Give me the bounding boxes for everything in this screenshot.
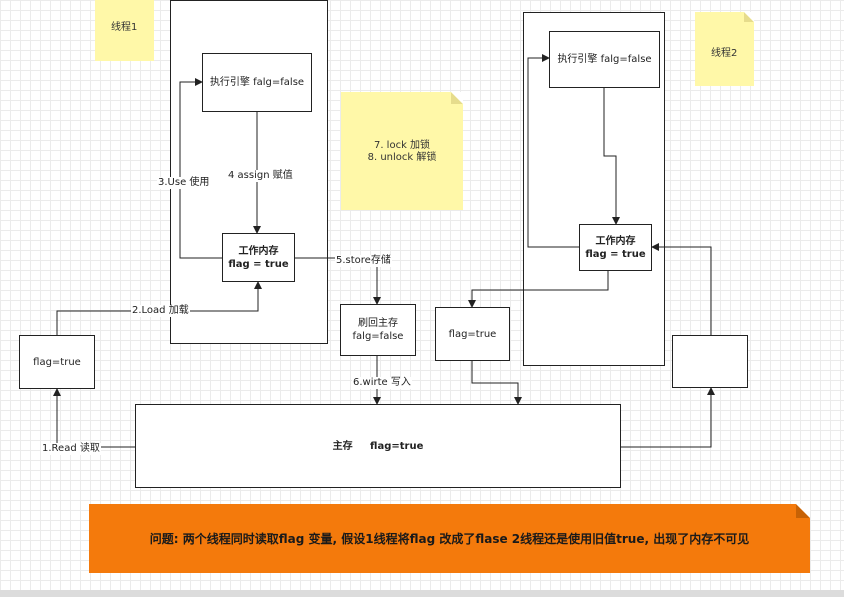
thread2-note: 线程2 (695, 12, 754, 86)
banner-fold-corner (796, 504, 810, 518)
mid-to-main-edge (471, 361, 522, 405)
problem-banner: 问题: 两个线程同时读取flag 变量, 假设1线程将flag 改成了flase… (89, 504, 810, 573)
thread2-work-to-engine-edge (527, 54, 579, 248)
right-empty-box (672, 335, 748, 388)
thread2-engine-to-work-edge (603, 88, 620, 225)
thread1-work-memory-title: 工作内存 (238, 245, 279, 257)
write-label: 6.wirte 写入 (352, 377, 412, 389)
thread2-execution-engine: 执行引擎 falg=false (549, 31, 660, 88)
store-label: 5.store存储 (335, 255, 392, 267)
problem-text: 问题: 两个线程同时读取flag 变量, 假设1线程将flag 改成了flase… (149, 532, 750, 546)
thread1-execution-engine: 执行引擎 falg=false (202, 53, 312, 112)
flush-value: falg=false (352, 331, 404, 342)
thread1-note: 线程1 (95, 0, 154, 61)
flush-title: 刷回主存 (358, 318, 398, 329)
thread2-work-memory-value: flag = true (585, 248, 646, 260)
left-flag-copy: flag=true (19, 335, 95, 389)
lock-note-fold-corner (451, 92, 463, 104)
bottom-scrollbar[interactable] (0, 590, 844, 597)
thread2-note-fold-corner (744, 12, 754, 22)
read-edge (53, 388, 135, 448)
thread2-to-mid-edge (468, 271, 609, 308)
unlock-text: 8. unlock 解锁 (367, 152, 437, 163)
thread1-work-memory: 工作内存 flag = true (222, 233, 295, 282)
lock-text: 7. lock 加锁 (373, 140, 431, 151)
right-to-thread2-edge (651, 243, 712, 335)
main-to-right-edge (621, 387, 715, 448)
flush-to-main-box: 刷回主存 falg=false (340, 304, 416, 356)
lock-note: 7. lock 加锁 8. unlock 解锁 (341, 92, 463, 210)
assign-label: 4 assign 赋值 (227, 170, 294, 182)
thread1-work-memory-value: flag = true (228, 258, 289, 270)
read-label: 1.Read 读取 (41, 443, 101, 455)
thread1-label: 线程1 (111, 22, 138, 33)
thread2-label: 线程2 (711, 48, 738, 59)
mid-flag-copy: flag=true (435, 307, 510, 361)
load-label: 2.Load 加载 (131, 305, 190, 317)
thread2-work-memory-title: 工作内存 (595, 235, 636, 247)
use-edge (179, 78, 222, 259)
use-label: 3.Use 使用 (157, 177, 211, 189)
